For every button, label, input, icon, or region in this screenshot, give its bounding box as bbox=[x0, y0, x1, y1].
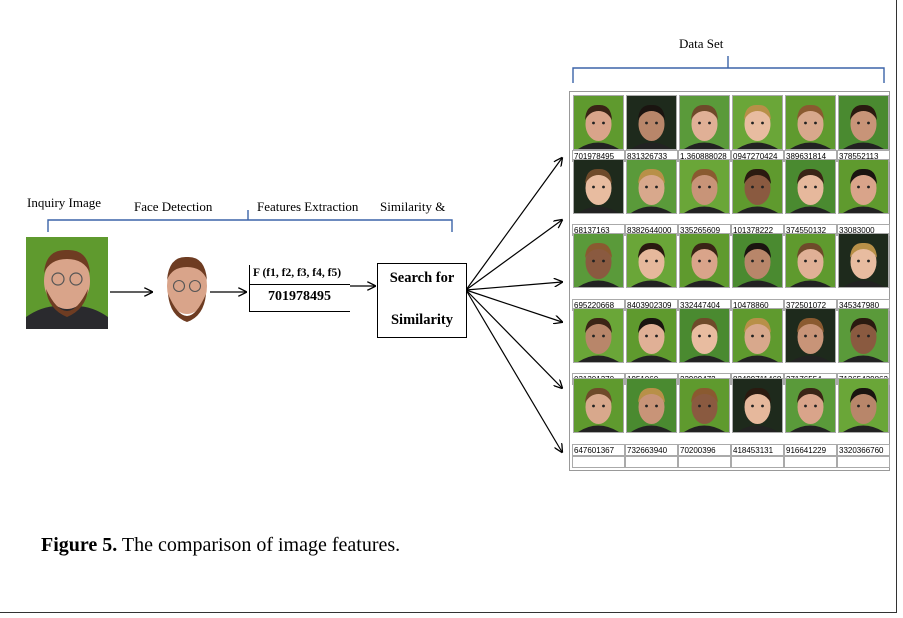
dataset-face-r1-c5 bbox=[785, 95, 836, 150]
dataset-id-r5-c2: 732663940 bbox=[625, 444, 678, 456]
figure-caption: Figure 5. The comparison of image featur… bbox=[41, 534, 400, 557]
dataset-id-r5-c4: 418453131 bbox=[731, 444, 784, 456]
dataset-face-r3-c2 bbox=[626, 233, 677, 288]
dataset-id-r5-c1: 647601367 bbox=[572, 444, 625, 456]
dataset-empty-cell bbox=[784, 456, 837, 468]
dataset-face-r3-c1 bbox=[573, 233, 624, 288]
dataset-face-r2-c3 bbox=[679, 159, 730, 214]
arrow-to-row-1 bbox=[465, 158, 562, 291]
dataset-face-r5-c4 bbox=[732, 378, 783, 433]
dataset-face-r1-c1 bbox=[573, 95, 624, 150]
dataset-face-r5-c5 bbox=[785, 378, 836, 433]
dataset-face-r4-c1 bbox=[573, 308, 624, 363]
features-extraction-label: Features Extraction bbox=[257, 199, 359, 214]
feature-value: 701978495 bbox=[268, 289, 331, 304]
dataset-face-r2-c2 bbox=[626, 159, 677, 214]
dataset-face-r2-c4 bbox=[732, 159, 783, 214]
dataset-id-r5-c5: 916641229 bbox=[784, 444, 837, 456]
dataset-face-r1-c6 bbox=[838, 95, 889, 150]
dataset-id-r5-c3: 70200396 bbox=[678, 444, 731, 456]
dataset-face-r5-c2 bbox=[626, 378, 677, 433]
feature-vector-box: F (f1, f2, f3, f4, f5) 701978495 bbox=[249, 265, 350, 312]
arrow-to-row-4 bbox=[465, 289, 562, 322]
pipeline-bracket bbox=[47, 210, 453, 232]
detected-face-image bbox=[162, 252, 212, 324]
dataset-face-r4-c6 bbox=[838, 308, 889, 363]
dataset-face-r5-c3 bbox=[679, 378, 730, 433]
arrow-to-row-2 bbox=[465, 220, 562, 291]
dataset-empty-cell bbox=[731, 456, 784, 468]
dataset-face-r2-c6 bbox=[838, 159, 889, 214]
search-similarity-box: Search for Similarity bbox=[377, 263, 467, 338]
dataset-face-r1-c3 bbox=[679, 95, 730, 150]
dataset-face-r3-c3 bbox=[679, 233, 730, 288]
dataset-face-r1-c2 bbox=[626, 95, 677, 150]
dataset-face-r3-c6 bbox=[838, 233, 889, 288]
dataset-empty-cell bbox=[837, 456, 890, 468]
dataset-face-r4-c2 bbox=[626, 308, 677, 363]
dataset-face-r4-c5 bbox=[785, 308, 836, 363]
arrow-to-row-6 bbox=[465, 289, 562, 452]
search-line-1: Search for bbox=[389, 270, 455, 286]
inquiry-image-label: Inquiry Image bbox=[27, 195, 102, 210]
feature-divider bbox=[250, 284, 350, 285]
dataset-id-r5-c6: 3320366760 bbox=[837, 444, 890, 456]
dataset-face-r4-c4 bbox=[732, 308, 783, 363]
caption-label: Figure 5. bbox=[41, 534, 118, 556]
inquiry-image bbox=[26, 237, 108, 329]
arrow-to-row-5 bbox=[465, 289, 562, 388]
dataset-face-r3-c5 bbox=[785, 233, 836, 288]
face-detection-label: Face Detection bbox=[134, 199, 213, 214]
dataset-empty-cell bbox=[572, 456, 625, 468]
dataset-face-r2-c1 bbox=[573, 159, 624, 214]
feature-formula: F (f1, f2, f3, f4, f5) bbox=[253, 267, 342, 279]
similarity-label: Similarity & bbox=[380, 199, 446, 214]
caption-text: The comparison of image features. bbox=[117, 534, 401, 556]
dataset-empty-cell bbox=[625, 456, 678, 468]
dataset-face-r3-c4 bbox=[732, 233, 783, 288]
dataset-face-r5-c1 bbox=[573, 378, 624, 433]
dataset-face-r2-c5 bbox=[785, 159, 836, 214]
dataset-face-r4-c3 bbox=[679, 308, 730, 363]
dataset-label: Data Set bbox=[679, 36, 724, 51]
dataset-face-r5-c6 bbox=[838, 378, 889, 433]
dataset-empty-cell bbox=[678, 456, 731, 468]
dataset-face-r1-c4 bbox=[732, 95, 783, 150]
dataset-bracket bbox=[572, 56, 885, 83]
arrow-to-row-3 bbox=[465, 282, 562, 291]
search-line-2: Similarity bbox=[390, 312, 454, 328]
